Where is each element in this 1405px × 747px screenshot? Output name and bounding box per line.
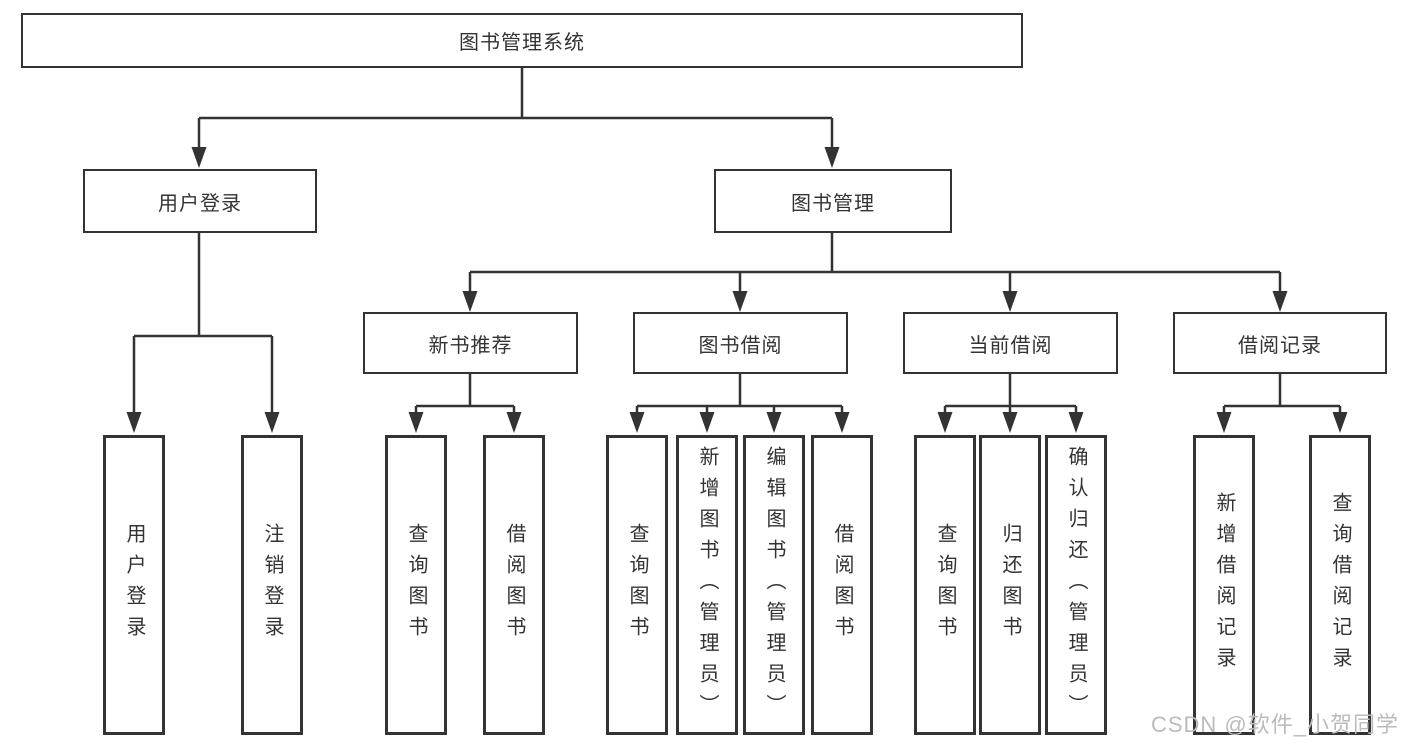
- leaf-query-books-current: 查询图书: [914, 435, 976, 735]
- node-library-management-system: 图书管理系统: [21, 13, 1023, 68]
- node-user-login: 用户登录: [83, 169, 317, 233]
- arrowhead-icon: [1272, 291, 1288, 312]
- connector-borrowing-records: [1216, 374, 1348, 433]
- arrowhead-icon: [1216, 412, 1232, 433]
- arrowhead-icon: [766, 412, 782, 433]
- node-label: 当前借阅: [968, 334, 1053, 357]
- arrowhead-icon: [462, 291, 478, 312]
- leaf-label: 查询图书: [626, 523, 648, 647]
- arrowhead-icon: [506, 412, 522, 433]
- arrowhead-icon: [824, 147, 840, 168]
- leaf-label: 查询图书: [934, 523, 956, 647]
- connector-current-borrowing: [937, 374, 1084, 433]
- connector-book-management: [462, 233, 1288, 312]
- arrowhead-icon: [264, 412, 280, 433]
- leaf-label: 借阅图书: [831, 523, 853, 647]
- arrowhead-icon: [126, 412, 142, 433]
- watermark-text: CSDN @软件_小贺同学: [1150, 712, 1399, 737]
- leaf-add-borrow-record: 新增借阅记录: [1193, 435, 1255, 735]
- leaf-logout: 注销登录: [241, 435, 303, 735]
- node-label: 借阅记录: [1238, 334, 1322, 357]
- leaf-user-login: 用户登录: [103, 435, 165, 735]
- arrowhead-icon: [408, 412, 424, 433]
- arrowhead-icon: [1002, 412, 1018, 433]
- node-label: 图书借阅: [698, 334, 783, 357]
- leaf-label: 编辑图书（管理员）: [763, 445, 785, 725]
- leaf-return-books: 归还图书: [979, 435, 1041, 735]
- connector-new-book: [408, 374, 522, 433]
- node-label: 新书推荐: [428, 334, 513, 357]
- node-label: 用户登录: [158, 192, 242, 215]
- node-book-borrowing: 图书借阅: [633, 312, 848, 374]
- arrowhead-icon: [629, 412, 645, 433]
- arrowhead-icon: [937, 412, 953, 433]
- arrowhead-icon: [699, 412, 715, 433]
- arrowhead-icon: [732, 291, 748, 312]
- leaf-confirm-return-admin: 确认归还（管理员）: [1045, 435, 1107, 735]
- leaf-add-book-admin: 新增图书（管理员）: [676, 435, 738, 735]
- arrowhead-icon: [191, 147, 207, 168]
- connector-root: [191, 68, 840, 168]
- arrowhead-icon: [1068, 412, 1084, 433]
- leaf-label: 确认归还（管理员）: [1065, 445, 1087, 725]
- leaf-borrow-books-borrowing: 借阅图书: [811, 435, 873, 735]
- leaf-label: 注销登录: [261, 523, 283, 647]
- leaf-label: 用户登录: [123, 523, 145, 647]
- connector-user-login: [126, 233, 280, 433]
- node-current-borrowing: 当前借阅: [903, 312, 1118, 374]
- arrowhead-icon: [1002, 291, 1018, 312]
- leaf-query-books-recommend: 查询图书: [385, 435, 447, 735]
- leaf-label: 新增借阅记录: [1213, 492, 1235, 678]
- leaf-label: 归还图书: [999, 523, 1021, 647]
- node-label: 图书管理系统: [459, 32, 585, 54]
- node-book-management: 图书管理: [714, 169, 952, 233]
- leaf-label: 新增图书（管理员）: [696, 445, 718, 725]
- leaf-edit-book-admin: 编辑图书（管理员）: [743, 435, 805, 735]
- node-new-book-recommendation: 新书推荐: [363, 312, 578, 374]
- arrowhead-icon: [1332, 412, 1348, 433]
- arrowhead-icon: [834, 412, 850, 433]
- leaf-label: 查询借阅记录: [1329, 492, 1351, 678]
- leaf-borrow-books-recommend: 借阅图书: [483, 435, 545, 735]
- leaf-label: 借阅图书: [503, 523, 525, 647]
- leaf-label: 查询图书: [405, 523, 427, 647]
- leaf-query-borrow-record: 查询借阅记录: [1309, 435, 1371, 735]
- node-label: 图书管理: [791, 192, 875, 215]
- node-borrowing-records: 借阅记录: [1173, 312, 1387, 374]
- connector-book-borrowing: [629, 374, 850, 433]
- leaf-query-books-borrowing: 查询图书: [606, 435, 668, 735]
